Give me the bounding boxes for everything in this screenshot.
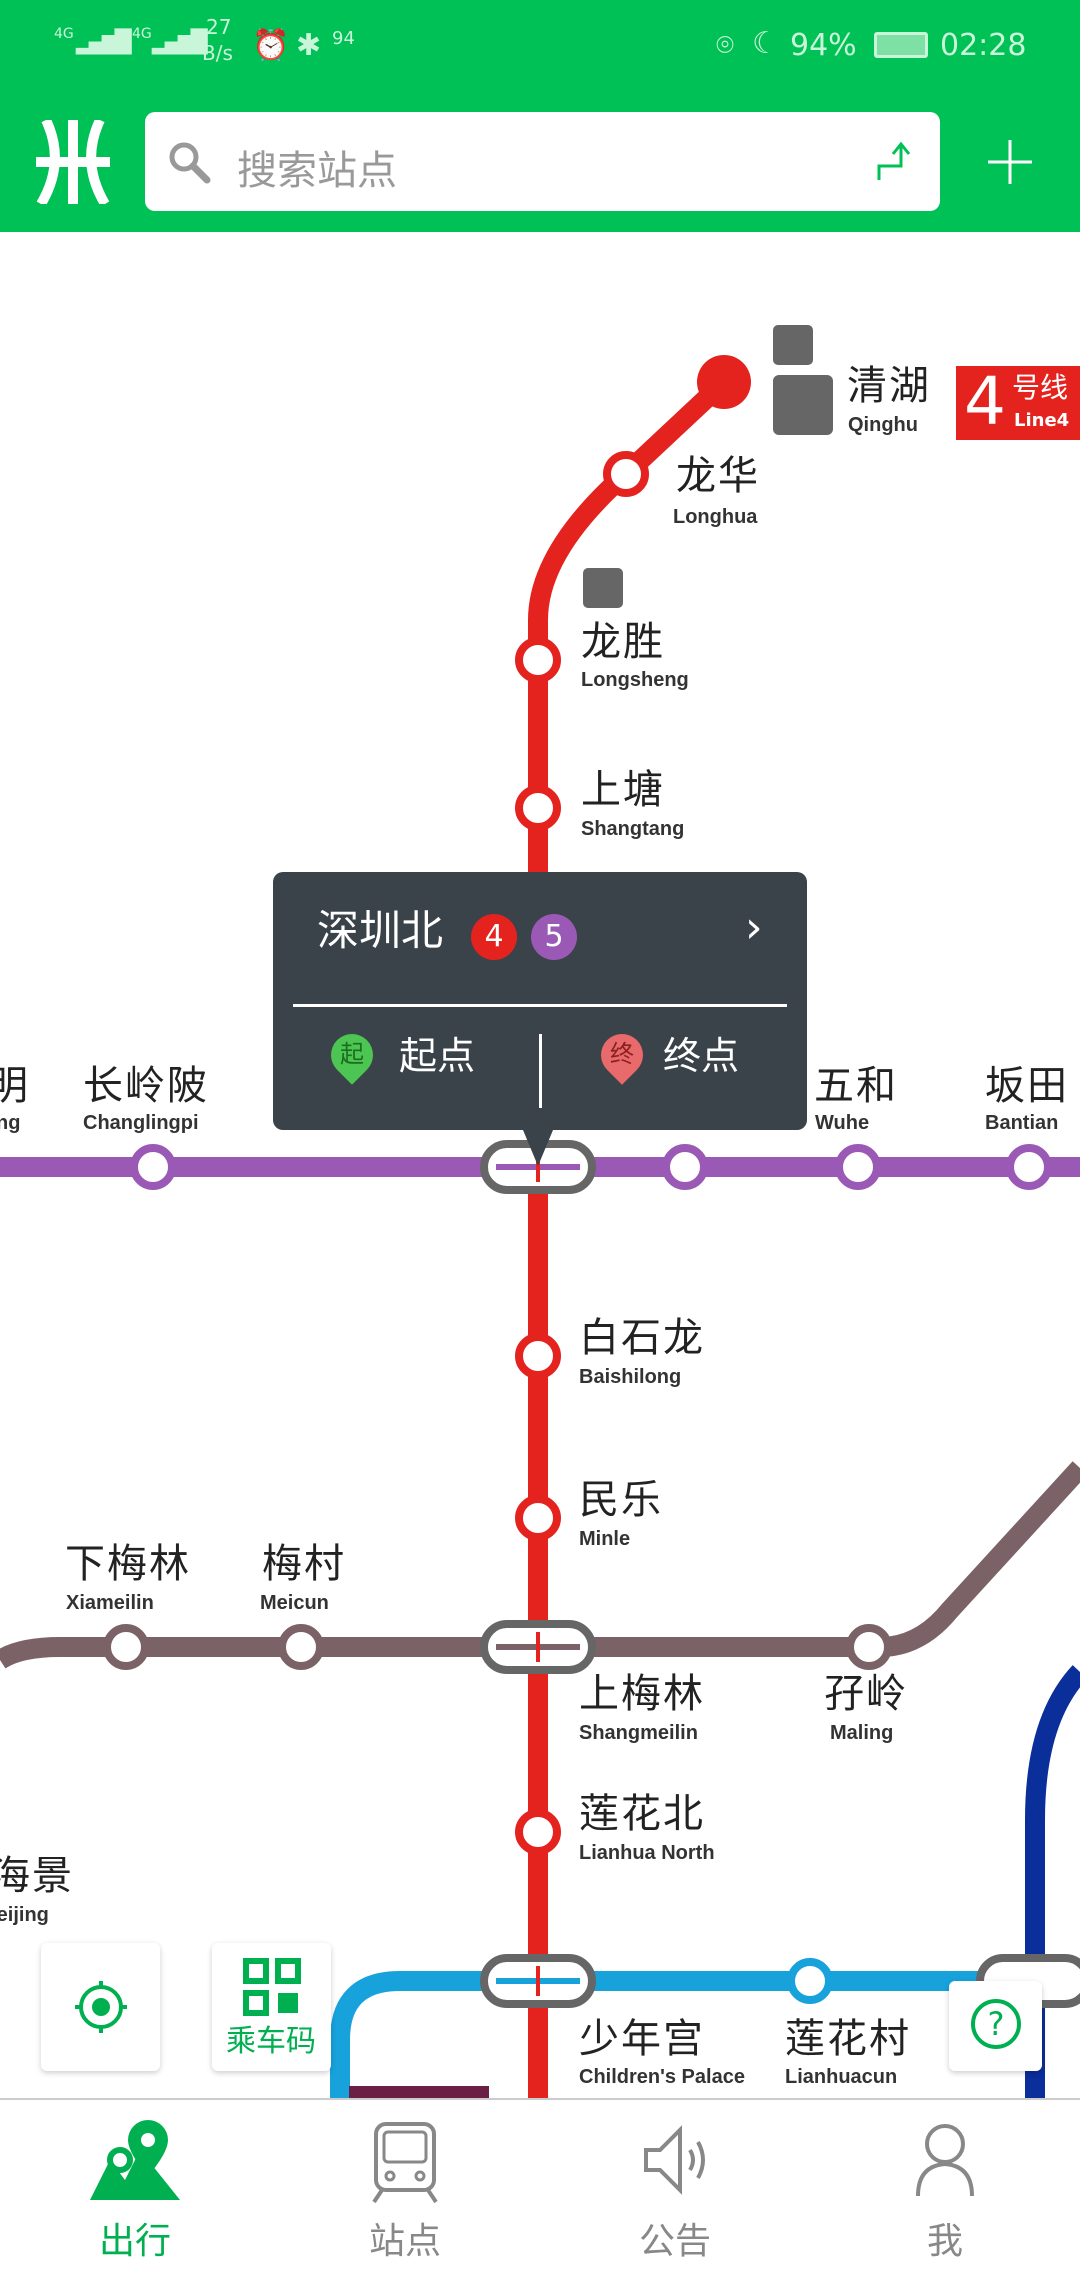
nfc-battery: 94	[332, 28, 355, 49]
signal-icon: ▂▄▆█	[76, 30, 132, 55]
station-dot	[515, 1333, 561, 1379]
app-header: 搜索站点	[0, 100, 1080, 232]
station-dot	[846, 1624, 892, 1670]
station-dot	[515, 637, 561, 683]
station-dot	[662, 1144, 708, 1190]
line-number: 4	[964, 366, 1006, 440]
station-dot	[515, 1809, 561, 1855]
start-label: 起点	[399, 1034, 476, 1078]
station-dot	[130, 1144, 176, 1190]
tab-label: 站点	[368, 2221, 441, 2262]
train-icon	[773, 375, 833, 435]
station-dot	[103, 1624, 149, 1670]
tab-label: 出行	[98, 2221, 171, 2262]
help-button[interactable]: ?	[949, 1981, 1042, 2071]
speaker-icon	[644, 2125, 705, 2195]
tab-label: 我	[926, 2221, 963, 2262]
bluetooth-icon: ✱	[296, 28, 322, 63]
alarm-icon: ⏰	[252, 28, 290, 63]
tab-stations[interactable]: 站点	[270, 2100, 540, 2282]
end-pin-text: 终	[610, 1040, 634, 1068]
speed-value: 27	[206, 15, 232, 39]
clock: 02:28	[940, 28, 1027, 63]
line-zh: 号线	[1012, 371, 1069, 404]
partial-line-label	[349, 2086, 489, 2098]
map-lines	[0, 325, 1080, 2098]
qr-code-icon	[243, 1958, 301, 2016]
divider	[539, 1034, 542, 1108]
park-icon	[583, 568, 623, 608]
metro-logo-icon	[36, 120, 110, 204]
set-end-button[interactable]: 终 终点	[543, 1022, 807, 1122]
station-dot	[1006, 1144, 1052, 1190]
line-4-badge[interactable]: 4 号线 Line4	[956, 366, 1080, 440]
station-dot	[835, 1144, 881, 1190]
tab-travel[interactable]: 出行	[0, 2100, 270, 2282]
line-3	[1025, 1665, 1080, 2098]
start-pin-text: 起	[340, 1040, 364, 1068]
ride-code-button[interactable]: 乘车码	[212, 1943, 331, 2071]
station-dot	[787, 1958, 833, 2004]
moon-icon: ☾	[752, 26, 779, 61]
route-icon[interactable]	[875, 140, 919, 184]
location-icon: ⌾	[716, 28, 734, 63]
line-4-badge: 4	[471, 914, 517, 960]
end-label: 终点	[663, 1034, 740, 1078]
search-placeholder: 搜索站点	[237, 148, 397, 194]
station-dot	[603, 451, 649, 497]
tab-announcements[interactable]: 公告	[540, 2100, 810, 2282]
station-dot	[515, 1495, 561, 1541]
station-dot	[515, 785, 561, 831]
add-icon[interactable]	[986, 138, 1034, 186]
station-popup: 深圳北 4 5 › 起 起点 终 终点	[273, 872, 807, 1130]
station-detail-link[interactable]: 深圳北 4 5 ›	[273, 872, 807, 1002]
popup-station-name: 深圳北	[317, 906, 444, 955]
signal-icon: ▂▄▆█	[152, 30, 208, 55]
tab-label: 公告	[638, 2221, 711, 2262]
battery-percent: 94%	[790, 28, 857, 63]
chevron-right-icon: ›	[745, 902, 763, 953]
bottom-nav: 出行 站点 公告 我	[0, 2098, 1080, 2280]
speed-unit: B/s	[202, 41, 233, 65]
user-icon	[916, 2124, 974, 2197]
line-5-badge: 5	[531, 914, 577, 960]
line-en: Line4	[1014, 410, 1070, 431]
station-dot	[278, 1624, 324, 1670]
terminal-qinghu	[697, 355, 751, 409]
locate-icon	[75, 1981, 127, 2033]
search-icon	[169, 142, 211, 184]
park-icon	[773, 325, 813, 365]
network-1: 4G	[54, 26, 74, 42]
network-2: 4G	[132, 26, 152, 42]
set-start-button[interactable]: 起 起点	[273, 1022, 539, 1122]
divider	[293, 1004, 787, 1007]
tab-me[interactable]: 我	[810, 2100, 1080, 2282]
map-pin-icon	[90, 2120, 180, 2200]
battery-icon	[874, 32, 928, 58]
popup-pointer	[523, 1130, 553, 1166]
locate-button[interactable]	[41, 1943, 160, 2071]
train-icon	[372, 2122, 438, 2204]
status-bar: 4G ▂▄▆█ 4G ▂▄▆█ 27 B/s ⏰ ✱ 94 ⌾ ☾ 94% 02…	[0, 0, 1080, 100]
help-icon: ?	[971, 1999, 1021, 2049]
line-1	[330, 1971, 1080, 2098]
ride-code-label: 乘车码	[226, 2024, 316, 2059]
search-input[interactable]: 搜索站点	[145, 112, 940, 211]
